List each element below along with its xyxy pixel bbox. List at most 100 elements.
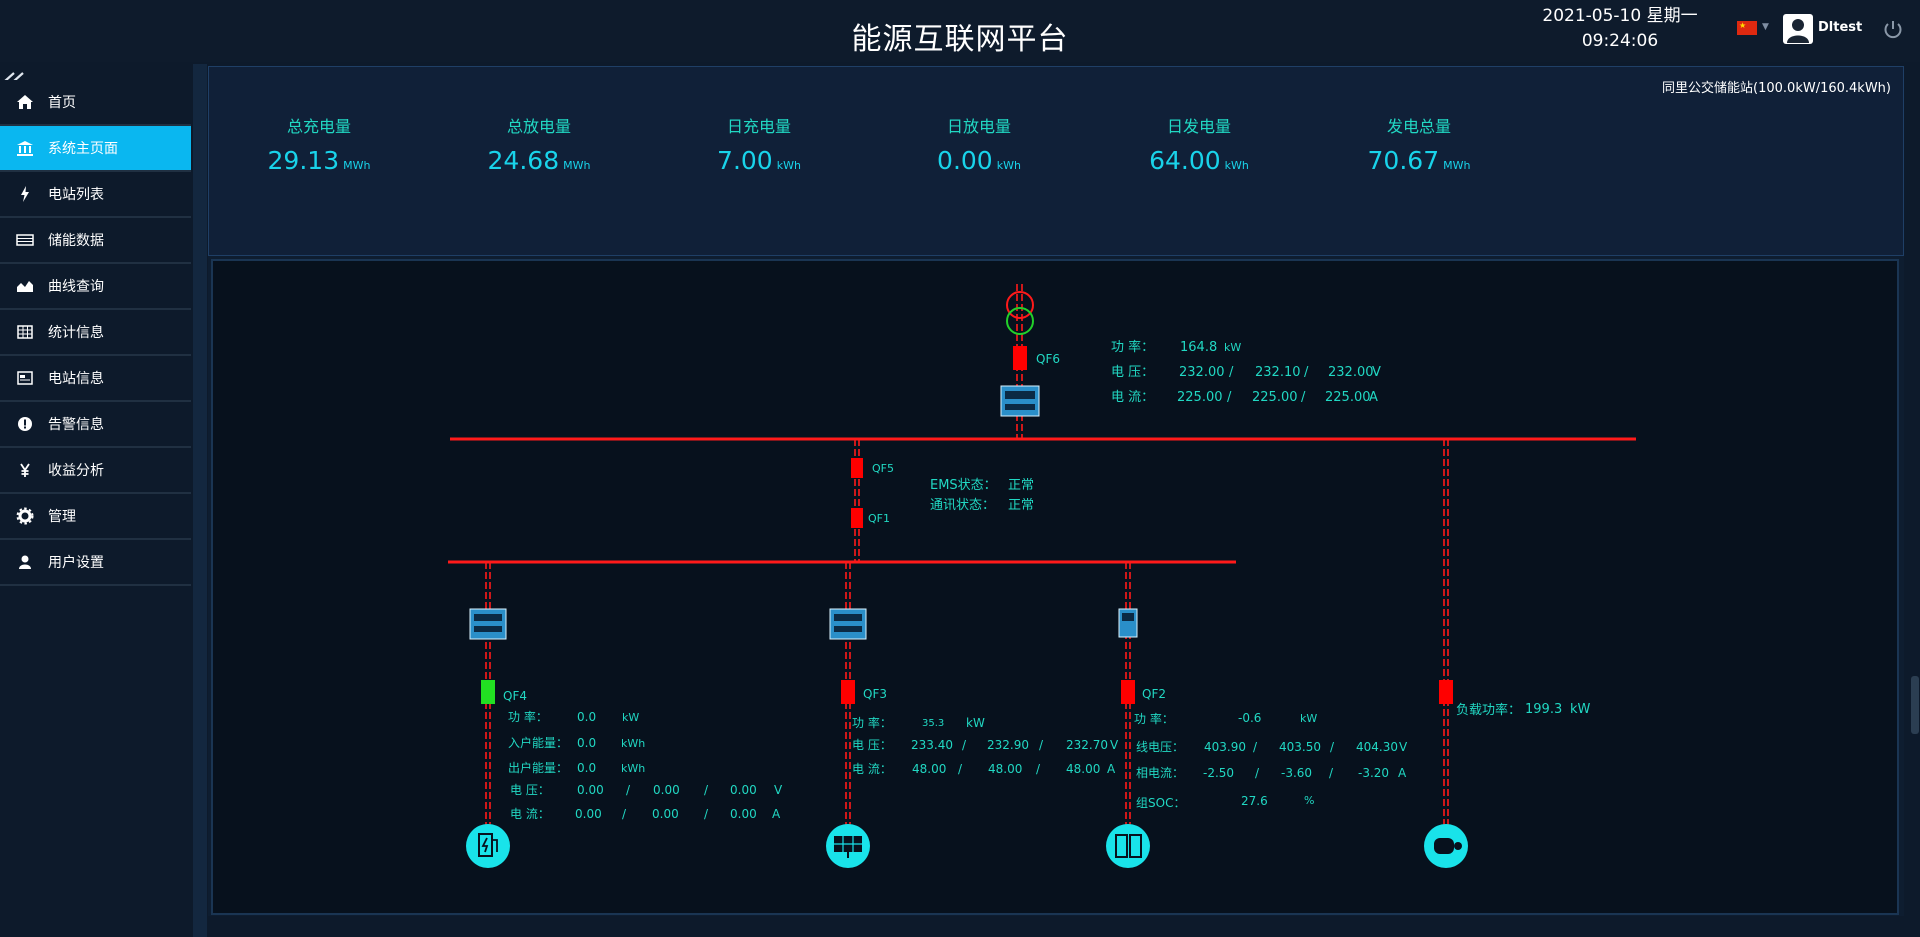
charger-power-unit: kW: [622, 711, 639, 724]
storage-soc-value: 27.6: [1241, 794, 1268, 808]
separator: /: [1227, 390, 1232, 405]
sidebar-item-user-settings[interactable]: 用户设置: [0, 540, 191, 586]
user-avatar-icon[interactable]: [1783, 14, 1813, 44]
grid-voltage-b: 232.10: [1255, 365, 1301, 380]
separator: /: [958, 762, 963, 776]
ems-status-label: EMS状态：: [930, 478, 997, 493]
sidebar-item-label: 曲线查询: [48, 279, 104, 295]
charger-power-value: 0.0: [577, 710, 596, 724]
battery-storage-icon[interactable]: [1106, 824, 1150, 868]
station-name[interactable]: 同里公交储能站(100.0kW/160.4kWh): [1662, 81, 1891, 96]
sidebar-item-station-list[interactable]: 电站列表: [0, 172, 191, 218]
meter-icon[interactable]: [1000, 385, 1040, 417]
grid-power-unit: kW: [1224, 341, 1241, 354]
breaker-qf5[interactable]: [851, 458, 863, 478]
pv-power-value: 35.3: [922, 718, 944, 729]
breaker-qf4[interactable]: [481, 680, 495, 704]
sidebar-item-station-info[interactable]: 电站信息: [0, 356, 191, 402]
charger-voltage-b: 0.00: [653, 783, 680, 797]
breaker-qf1[interactable]: [851, 508, 863, 528]
yen-icon: [20, 463, 30, 477]
datetime: 2021-05-10 星期一 09:24:06: [1530, 4, 1710, 54]
pv-current-unit: A: [1107, 762, 1116, 776]
separator: /: [1255, 766, 1260, 780]
meter-icon[interactable]: [469, 608, 507, 640]
area-chart-icon: [17, 281, 33, 292]
charger-current-label: 电 流：: [510, 807, 550, 821]
charger-out-value: 0.0: [577, 761, 596, 775]
sidebar-edge: [193, 64, 207, 937]
storage-voltage-b: 403.50: [1279, 740, 1321, 754]
sidebar-item-alarms[interactable]: 告警信息: [0, 402, 191, 448]
meter-icon[interactable]: [829, 608, 867, 640]
sidebar-item-management[interactable]: 管理: [0, 494, 191, 540]
separator: /: [704, 807, 709, 821]
charger-out-label: 出户能量：: [508, 760, 568, 775]
sidebar-item-home[interactable]: 首页: [0, 80, 191, 126]
pcs-meter-icon[interactable]: [1118, 608, 1138, 638]
sidebar-item-label: 收益分析: [48, 463, 104, 479]
breaker-load[interactable]: [1439, 680, 1453, 704]
motor-load-icon[interactable]: [1424, 824, 1468, 868]
solar-panel-icon[interactable]: [826, 824, 870, 868]
pv-power-unit: kW: [966, 716, 985, 730]
load-power-label: 负载功率：: [1456, 702, 1521, 718]
charger-in-value: 0.0: [577, 736, 596, 750]
separator: /: [1330, 740, 1335, 754]
breaker-qf6[interactable]: [1013, 346, 1027, 370]
grid-current-c: 225.00: [1325, 390, 1371, 405]
pv-voltage-unit: V: [1110, 738, 1119, 752]
storage-current-c: -3.20: [1358, 766, 1389, 780]
comm-status-value: 正常: [1008, 498, 1034, 513]
header: 能源互联网平台 2021-05-10 星期一 09:24:06 ★ ▼ Dlte…: [0, 0, 1920, 62]
storage-soc-unit: %: [1304, 794, 1314, 807]
scrollbar-thumb[interactable]: [1911, 676, 1919, 734]
sidebar-item-curve-query[interactable]: 曲线查询: [0, 264, 191, 310]
gear-icon: [16, 507, 34, 525]
pv-current-c: 48.00: [1066, 762, 1100, 776]
sidebar-item-label: 管理: [48, 509, 76, 525]
grid-current-a: 225.00: [1177, 390, 1223, 405]
separator: /: [1329, 766, 1334, 780]
storage-voltage-unit: V: [1399, 740, 1408, 754]
info-card-icon: [17, 371, 33, 385]
charger-power-label: 功 率：: [508, 709, 548, 724]
china-flag-icon[interactable]: ★: [1737, 21, 1757, 35]
caret-down-icon[interactable]: ▼: [1762, 22, 1769, 32]
breaker-qf2[interactable]: [1121, 680, 1135, 704]
separator: /: [626, 783, 631, 797]
qf3-label: QF3: [863, 687, 887, 701]
grid-current-unit: A: [1369, 390, 1378, 405]
user-icon: [19, 555, 31, 569]
charger-current-c: 0.00: [730, 807, 757, 821]
pv-voltage-c: 232.70: [1066, 738, 1108, 752]
sidebar-item-storage-data[interactable]: 储能数据: [0, 218, 191, 264]
sidebar-item-statistics[interactable]: 统计信息: [0, 310, 191, 356]
power-icon[interactable]: [1882, 18, 1904, 40]
load-power-value: 199.3: [1525, 702, 1562, 717]
grid-current-label: 电 流：: [1111, 390, 1154, 405]
alert-icon: [18, 417, 32, 431]
separator: /: [1253, 740, 1258, 754]
storage-power-label: 功 率：: [1134, 711, 1174, 726]
sidebar-item-system-home[interactable]: 系统主页面: [0, 126, 191, 172]
storage-power-unit: kW: [1300, 712, 1317, 725]
date-label: 2021-05-10 星期一: [1542, 6, 1698, 26]
diagram-canvas: [211, 259, 1899, 915]
breaker-qf3[interactable]: [841, 680, 855, 704]
transformer-icon: [1006, 291, 1034, 335]
pv-current-label: 电 流：: [852, 762, 892, 776]
ev-charger-icon[interactable]: [466, 824, 510, 868]
storage-voltage-label: 线电压：: [1136, 740, 1184, 754]
storage-current-unit: A: [1398, 766, 1407, 780]
storage-power-value: -0.6: [1238, 711, 1261, 725]
grid-voltage-unit: V: [1372, 365, 1381, 380]
separator: /: [1304, 365, 1309, 380]
qf5-label: QF5: [872, 462, 894, 475]
username[interactable]: Dltest: [1818, 20, 1863, 35]
separator: /: [1301, 390, 1306, 405]
grid-voltage-c: 232.00: [1328, 365, 1374, 380]
sidebar-item-revenue[interactable]: 收益分析: [0, 448, 191, 494]
time-label: 09:24:06: [1581, 31, 1659, 51]
